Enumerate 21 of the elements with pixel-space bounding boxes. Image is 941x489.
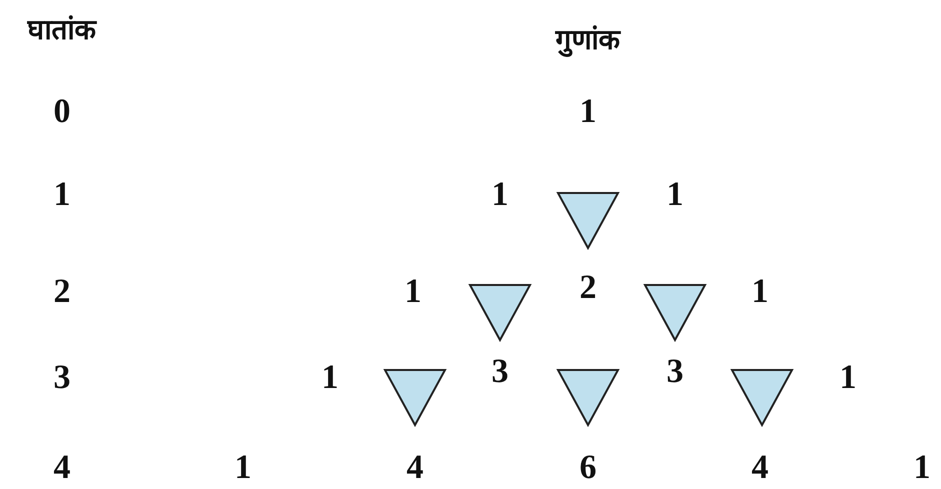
coefficient-number: 2: [580, 271, 596, 305]
column-heading: घातांक: [28, 16, 96, 44]
exponent-number: 3: [54, 361, 70, 395]
exponent-number: 1: [54, 178, 70, 212]
coefficient-number: 1: [752, 275, 768, 309]
coefficient-number: 4: [752, 451, 768, 485]
exponent-number: 4: [54, 451, 70, 485]
coefficient-number: 6: [580, 451, 596, 485]
coefficient-number: 1: [914, 451, 930, 485]
coefficient-number: 1: [580, 95, 596, 129]
coefficient-number: 1: [234, 451, 252, 485]
coefficient-number: 1: [322, 361, 338, 395]
coefficient-number: 1: [840, 361, 856, 395]
coefficient-number: 4: [406, 451, 424, 485]
coefficient-number: 1: [666, 178, 684, 212]
coefficient-number: 3: [492, 355, 508, 389]
coefficient-number: 1: [404, 275, 422, 309]
coefficient-number: 1: [492, 178, 508, 212]
exponent-number: 2: [54, 275, 70, 309]
coefficient-number: 3: [666, 355, 684, 389]
exponent-number: 0: [54, 95, 70, 129]
